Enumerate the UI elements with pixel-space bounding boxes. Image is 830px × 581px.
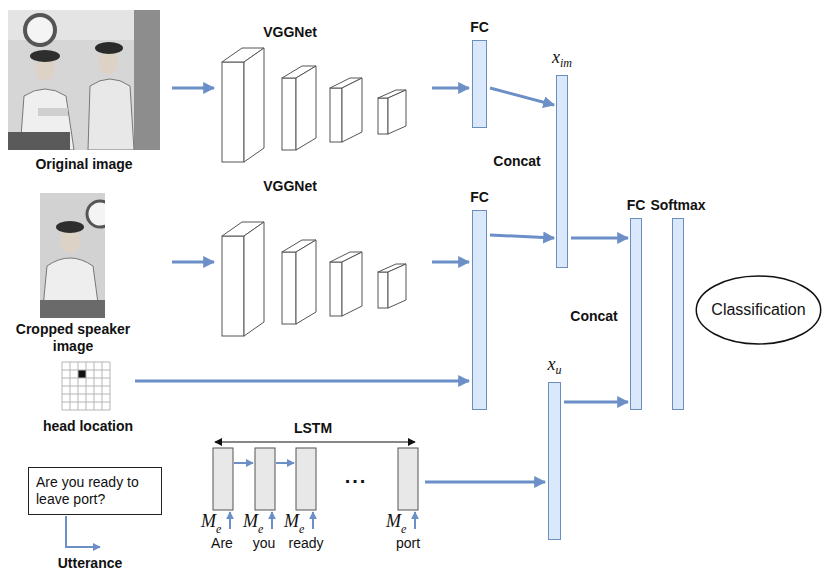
art-part (398, 448, 418, 510)
box-text: Are you ready to leave port? (36, 474, 154, 508)
feature-vector-bar: xim (556, 75, 568, 268)
flow-arrow (490, 235, 554, 238)
network-label: VGGNet (263, 24, 317, 41)
flow-arrow (564, 401, 628, 404)
art-part (78, 370, 86, 378)
bar-heading: FC (627, 196, 646, 214)
layer-name: FC (470, 19, 489, 35)
image-caption: Original image (35, 156, 132, 173)
art-part (342, 78, 362, 142)
art-part (432, 261, 469, 264)
input-caption: Utterance (58, 555, 123, 572)
feature-vector-bar: xu (548, 382, 561, 540)
ellipse-text: Classification (695, 275, 822, 345)
bar-heading: xim (552, 47, 572, 71)
feature-vector-bar: Softmax (672, 218, 684, 410)
input-text-box: Are you ready to leave port? (28, 467, 162, 515)
bar-heading: FC (470, 188, 489, 206)
art-part (134, 10, 160, 150)
art-part (38, 108, 68, 116)
art-part (414, 512, 416, 529)
cropped-photo (40, 193, 105, 318)
art-part (135, 380, 469, 383)
output-label: Classification (711, 301, 805, 319)
art-part (244, 48, 264, 162)
art-part (330, 88, 342, 142)
network-label: LSTM (294, 420, 332, 437)
embedding-symbol: M (201, 511, 216, 531)
art-part (271, 512, 273, 529)
art-part (30, 50, 60, 62)
lstm-span-arrow (215, 441, 415, 442)
flow-arrow (571, 237, 628, 240)
bar-heading: Softmax (650, 196, 705, 214)
art-part (88, 79, 134, 150)
image-caption: Cropped speaker image (3, 321, 143, 355)
output-ellipse: Classification (695, 275, 822, 345)
art-part (432, 87, 469, 90)
art-part (172, 87, 214, 90)
input-caption: head location (43, 418, 133, 435)
ellipse-outline (696, 276, 820, 344)
vector-symbol: x (552, 47, 560, 67)
original-photo (8, 10, 160, 150)
art-part (172, 261, 214, 264)
art-part (255, 448, 275, 510)
art-part (388, 90, 406, 134)
lstm-cells (213, 448, 418, 510)
feature-vector-bar: FC (630, 218, 642, 410)
art-part (234, 462, 253, 464)
network-label: VGGNet (263, 178, 317, 195)
vector-symbol: x (548, 354, 556, 374)
vgg-blocks (222, 48, 406, 162)
embedding-symbol: M (284, 511, 299, 531)
feature-vector-bar: FC (472, 210, 487, 410)
embedding-symbol: M (243, 511, 258, 531)
art-part (95, 42, 123, 54)
art-part (282, 78, 296, 150)
operation-label: Concat (570, 308, 617, 325)
layer-name: Softmax (650, 197, 705, 213)
art-part (222, 62, 244, 162)
ellipsis: ... (345, 466, 368, 486)
operation-label: Concat (493, 153, 540, 170)
bar-heading: FC (470, 18, 489, 36)
vgg-blocks (222, 222, 406, 336)
art-part (25, 15, 55, 45)
symbol-subscript: e (216, 522, 221, 536)
art-part (66, 516, 100, 547)
token-word: you (253, 535, 276, 551)
art-part (213, 448, 233, 510)
art-part (8, 132, 70, 150)
art-part (56, 221, 84, 233)
symbol-subscript: e (401, 522, 406, 536)
art-part (8, 10, 160, 150)
art-part (276, 462, 294, 464)
symbol-subscript: im (560, 56, 572, 70)
symbol-subscript: e (299, 522, 304, 536)
head-grid (62, 362, 110, 410)
token-word: ready (288, 535, 323, 551)
art-part (312, 512, 314, 529)
layer-name: FC (470, 189, 489, 205)
art-part (378, 98, 388, 134)
layer-name: FC (627, 197, 646, 213)
symbol-subscript: e (258, 522, 263, 536)
art-part (40, 300, 105, 318)
flow-arrow (490, 88, 554, 105)
art-part (425, 481, 545, 484)
bar-heading: xu (548, 354, 562, 378)
art-part (229, 512, 231, 529)
art-part (62, 362, 110, 410)
embedding-symbol: M (386, 511, 401, 531)
art-part (87, 201, 105, 227)
feature-vector-bar: FC (472, 40, 487, 128)
art-part (296, 448, 316, 510)
token-word: Are (211, 535, 233, 551)
token-word: port (396, 535, 420, 551)
art-part (296, 66, 316, 150)
symbol-subscript: u (556, 363, 562, 377)
